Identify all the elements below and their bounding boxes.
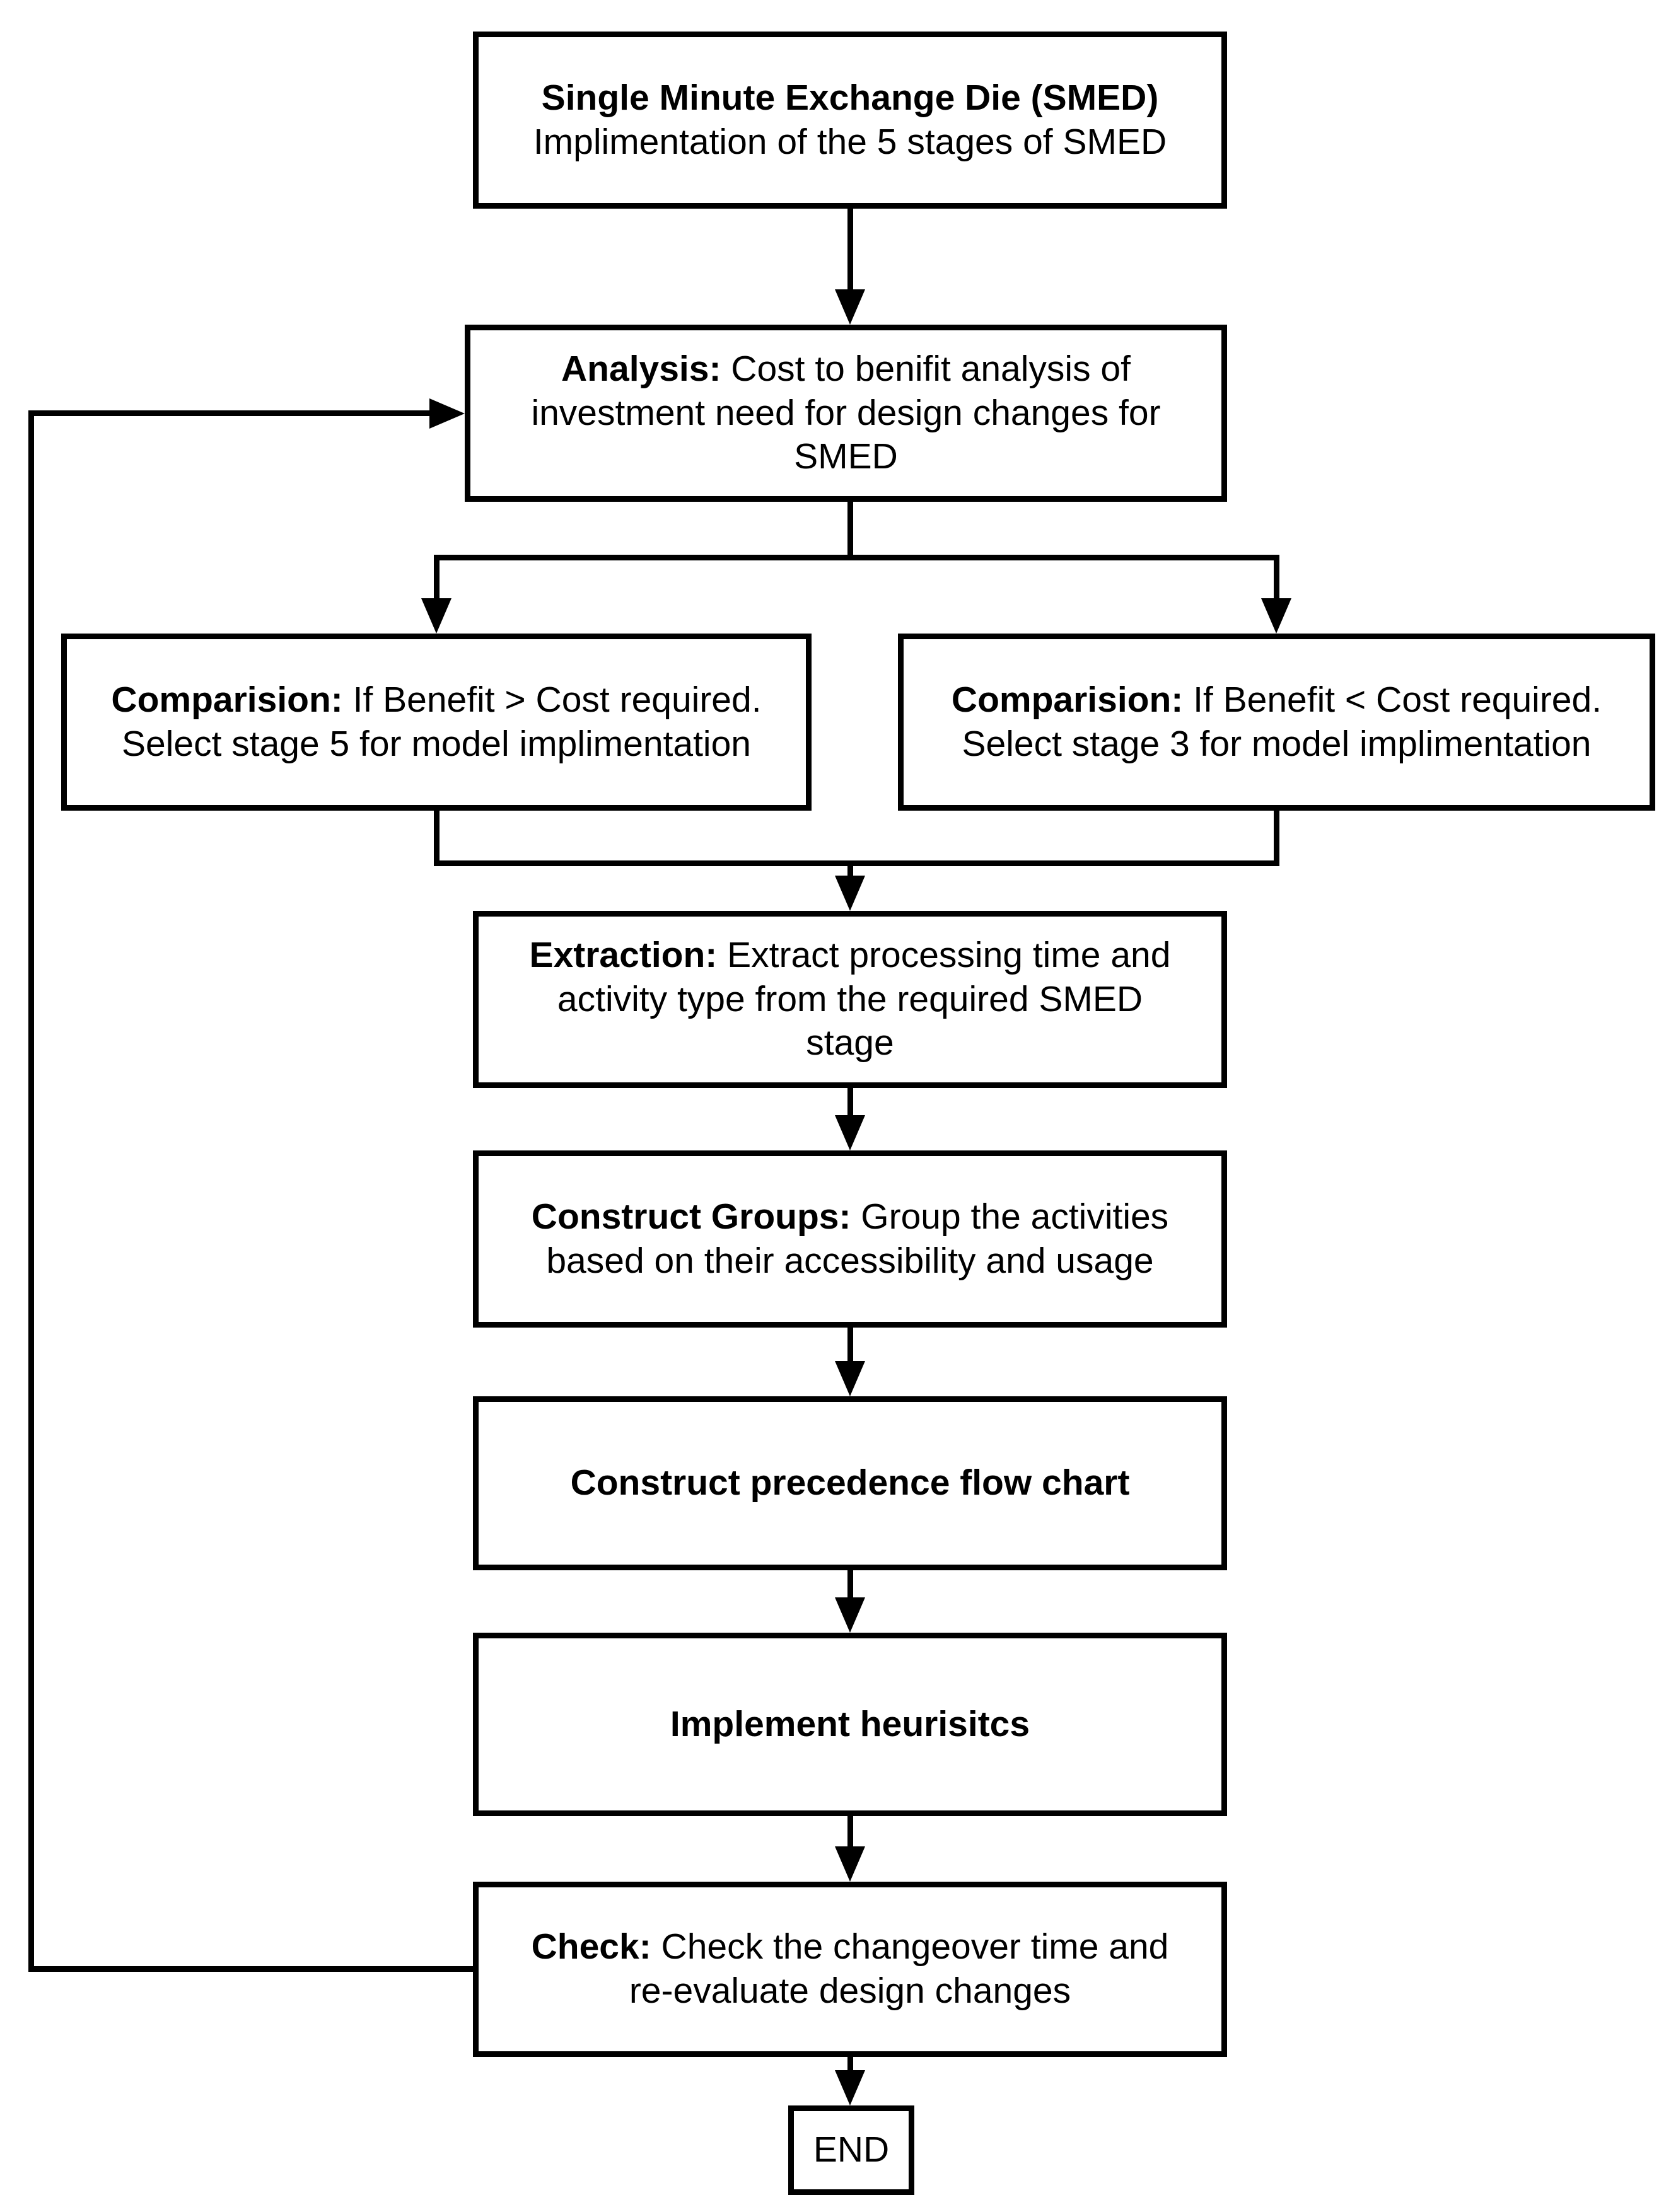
connector-precedence-heuristics xyxy=(847,1570,853,1602)
connector-comparison-right-merge xyxy=(1274,811,1279,866)
arrowhead-into-check xyxy=(835,1846,865,1882)
arrowhead-into-analysis xyxy=(835,289,865,325)
feedback-line-bottom xyxy=(28,1966,473,1972)
node-start-subtitle: Implimentation of the 5 stages of SMED xyxy=(533,121,1167,162)
connector-merge-extraction xyxy=(847,860,853,879)
node-extraction: Extraction: Extract processing time and … xyxy=(473,911,1227,1088)
feedback-line-top xyxy=(28,410,432,416)
node-comparison-right: Comparision: If Benefit < Cost required.… xyxy=(898,634,1655,811)
node-precedence: Construct precedence flow chart xyxy=(473,1396,1227,1570)
connector-check-end xyxy=(847,2057,853,2076)
node-comparison-left: Comparision: If Benefit > Cost required.… xyxy=(61,634,812,811)
node-analysis-label: Analysis: Cost to benifit analysis of in… xyxy=(531,349,1161,477)
arrowhead-into-comparison-right xyxy=(1261,598,1291,634)
arrowhead-feedback-into-analysis xyxy=(429,398,465,429)
connector-heuristics-check xyxy=(847,1816,853,1851)
node-extraction-label: Extraction: Extract processing time and … xyxy=(529,935,1171,1063)
node-heuristics-label: Implement heurisitcs xyxy=(670,1703,1030,1744)
branch-line-horizontal xyxy=(434,555,1279,560)
connector-groups-precedence xyxy=(847,1328,853,1365)
node-construct-groups: Construct Groups: Group the activities b… xyxy=(473,1150,1227,1328)
node-heuristics: Implement heurisitcs xyxy=(473,1633,1227,1816)
node-check: Check: Check the changeover time and re-… xyxy=(473,1882,1227,2057)
node-end: END xyxy=(788,2105,914,2195)
node-precedence-label: Construct precedence flow chart xyxy=(570,1462,1130,1503)
node-end-label: END xyxy=(813,2129,890,2170)
arrowhead-into-end xyxy=(835,2070,865,2105)
connector-analysis-branch xyxy=(847,502,853,560)
connector-comparison-left-merge xyxy=(434,811,440,866)
node-start: Single Minute Exchange Die (SMED) Implim… xyxy=(473,32,1227,209)
connector-extraction-groups xyxy=(847,1088,853,1120)
arrowhead-into-precedence xyxy=(835,1361,865,1396)
connector-branch-comparison-right xyxy=(1274,555,1279,602)
node-check-label: Check: Check the changeover time and re-… xyxy=(531,1926,1169,2011)
feedback-line-vertical xyxy=(28,410,34,1972)
arrowhead-into-comparison-left xyxy=(421,598,451,634)
connector-branch-comparison-left xyxy=(434,555,440,602)
node-comparison-right-label: Comparision: If Benefit < Cost required.… xyxy=(951,679,1602,764)
arrowhead-into-groups xyxy=(835,1115,865,1150)
arrowhead-into-extraction xyxy=(835,876,865,911)
node-analysis: Analysis: Cost to benifit analysis of in… xyxy=(465,325,1227,502)
node-construct-groups-label: Construct Groups: Group the activities b… xyxy=(531,1196,1169,1281)
node-comparison-left-label: Comparision: If Benefit > Cost required.… xyxy=(111,679,762,764)
node-start-title: Single Minute Exchange Die (SMED) xyxy=(541,77,1159,118)
merge-line-horizontal xyxy=(434,860,1279,866)
arrowhead-into-heuristics xyxy=(835,1597,865,1633)
connector-start-analysis xyxy=(847,209,853,294)
